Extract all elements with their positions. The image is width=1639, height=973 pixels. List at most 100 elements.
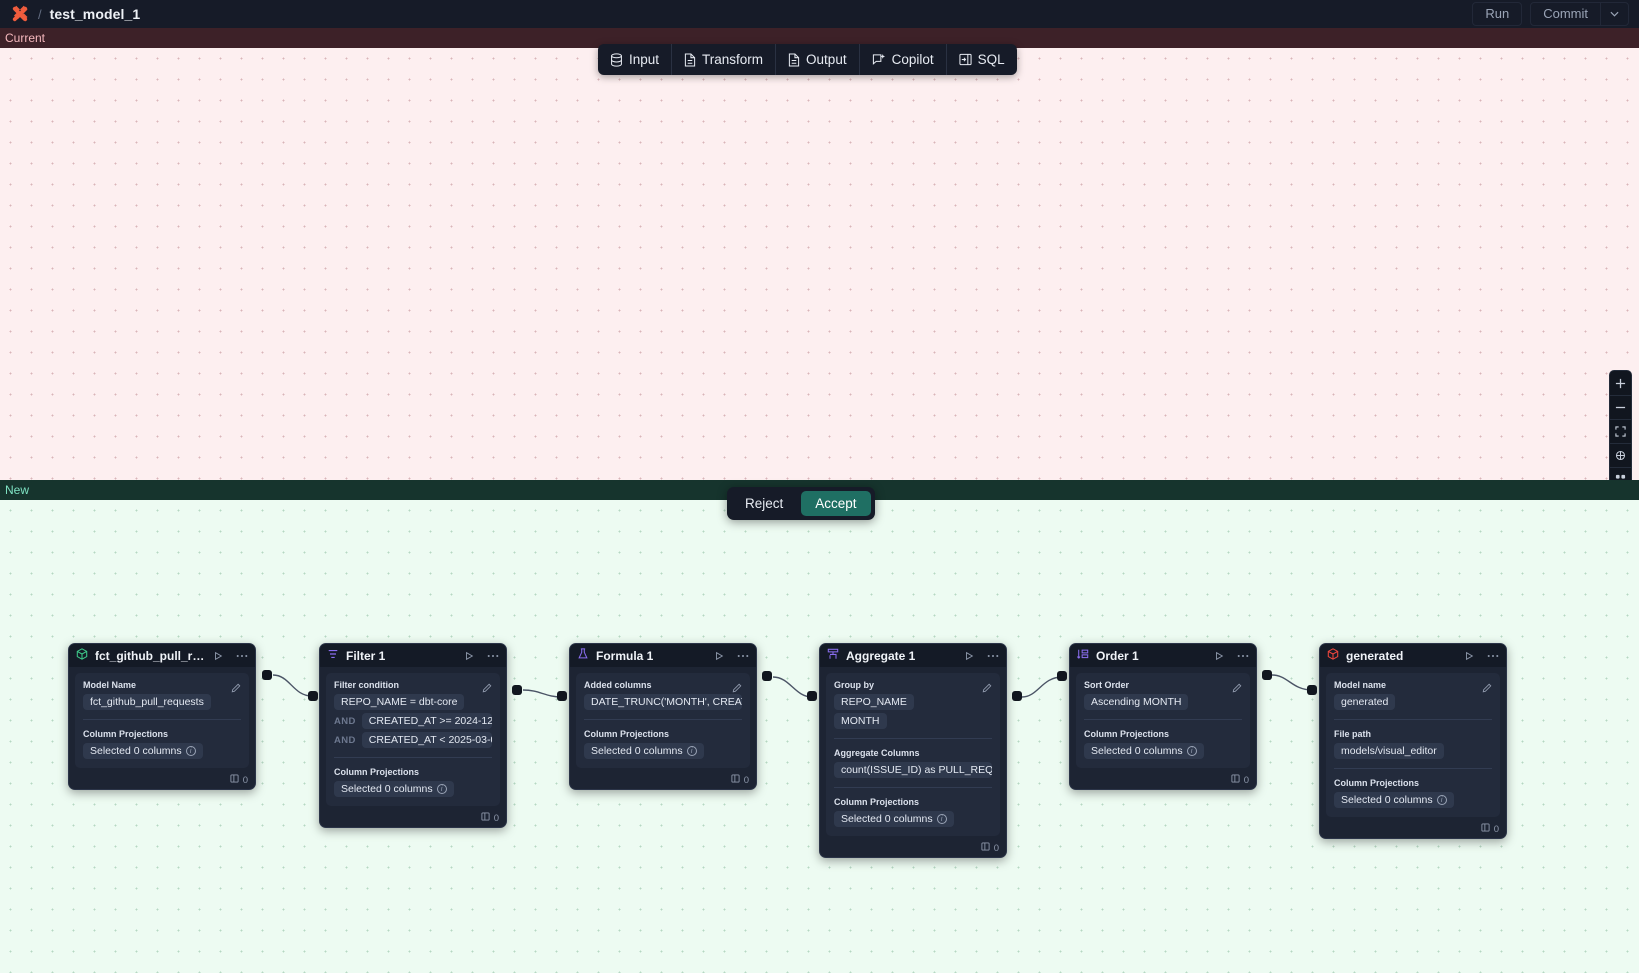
pencil-icon[interactable] [231, 680, 241, 698]
value-pill[interactable]: generated [1334, 694, 1396, 710]
pencil-icon[interactable] [732, 680, 742, 698]
node-body: Group by REPO_NAME MONTH Aggregate Colum… [826, 673, 1000, 836]
edge-handle-generated-in[interactable] [1307, 685, 1317, 695]
info-icon[interactable]: i [686, 746, 697, 756]
value-pill[interactable]: Selected 0 columns i [1334, 792, 1454, 808]
pencil-icon[interactable] [482, 680, 492, 698]
columns-icon [1231, 774, 1240, 786]
play-icon[interactable] [964, 651, 974, 661]
node-footer: 0 [820, 842, 1006, 857]
info-icon[interactable]: i [1186, 746, 1197, 756]
pencil-icon[interactable] [982, 680, 992, 698]
accept-button[interactable]: Accept [801, 491, 871, 516]
ellipsis-icon[interactable] [1487, 654, 1499, 658]
node-footer: 0 [320, 812, 506, 827]
info-icon[interactable]: i [936, 814, 947, 824]
ellipsis-icon[interactable] [987, 654, 999, 658]
play-icon[interactable] [464, 651, 474, 661]
pill-row: Selected 0 columns i [1084, 743, 1242, 759]
node-footer: 0 [1320, 823, 1506, 838]
pencil-icon[interactable] [1232, 680, 1242, 698]
section-column-projections: Column Projections Selected 0 columns i [1084, 719, 1242, 759]
node-source[interactable]: fct_github_pull_requests Model Name [68, 643, 256, 790]
minimap-icon[interactable] [1610, 467, 1631, 480]
edge-handle-filter-in[interactable] [308, 691, 318, 701]
ellipsis-icon[interactable] [487, 654, 499, 658]
pencil-icon[interactable] [1482, 680, 1492, 698]
value-pill[interactable]: Ascending MONTH [1084, 694, 1189, 710]
chevron-down-icon[interactable] [1600, 3, 1628, 25]
edge-handle-aggregate-in[interactable] [807, 691, 817, 701]
column-count: 0 [242, 774, 248, 786]
node-aggregate[interactable]: Aggregate 1 Group by REPO_N [819, 643, 1007, 858]
play-icon[interactable] [714, 651, 724, 661]
ellipsis-icon[interactable] [1237, 654, 1249, 658]
node-header[interactable]: Aggregate 1 [820, 644, 1006, 667]
edge-handle-order-out[interactable] [1262, 670, 1272, 680]
value-pill[interactable]: MONTH [834, 713, 887, 729]
node-body: Model name generated File path models/vi… [1326, 673, 1500, 817]
play-icon[interactable] [1464, 651, 1474, 661]
reject-button[interactable]: Reject [731, 491, 797, 516]
node-header[interactable]: Formula 1 [570, 644, 756, 667]
ellipsis-icon[interactable] [236, 654, 248, 658]
value-pill[interactable]: Selected 0 columns i [584, 743, 704, 759]
commit-button-group[interactable]: Commit [1530, 2, 1629, 26]
current-canvas[interactable] [0, 48, 1639, 480]
value-pill[interactable]: Selected 0 columns i [334, 781, 454, 797]
node-formula[interactable]: Formula 1 Added columns DAT [569, 643, 757, 790]
tool-transform[interactable]: Transform [671, 44, 775, 75]
new-canvas[interactable]: fct_github_pull_requests Model Name [0, 500, 1639, 973]
node-header[interactable]: fct_github_pull_requests [69, 644, 255, 667]
fit-view-icon[interactable] [1610, 419, 1631, 443]
columns-icon [981, 842, 990, 854]
columns-icon [1481, 823, 1490, 835]
commit-button[interactable]: Commit [1543, 6, 1588, 21]
node-order[interactable]: Order 1 Sort Order Ascendin [1069, 643, 1257, 790]
tool-label: Input [629, 52, 660, 67]
edge-handle-filter-out[interactable] [512, 685, 522, 695]
tool-copilot[interactable]: Copilot [858, 44, 946, 75]
zoom-in-button[interactable] [1610, 371, 1631, 395]
section-label: Model name [1334, 680, 1387, 690]
info-icon[interactable]: i [436, 784, 447, 794]
run-button[interactable]: Run [1472, 2, 1523, 26]
edge-handle-formula-in[interactable] [557, 691, 567, 701]
info-icon[interactable]: i [1436, 795, 1447, 805]
value-pill[interactable]: REPO_NAME [834, 694, 914, 710]
info-icon[interactable]: i [185, 746, 196, 756]
dbt-logo-icon[interactable] [10, 4, 30, 24]
value-pill[interactable]: DATE_TRUNC('MONTH', CREATED_AT… [584, 694, 742, 710]
tool-output[interactable]: Output [775, 44, 859, 75]
value-pill[interactable]: REPO_NAME = dbt-core [334, 694, 465, 710]
edge-handle-order-in[interactable] [1057, 671, 1067, 681]
node-header[interactable]: Filter 1 [320, 644, 506, 667]
value-pill[interactable]: CREATED_AT < 2025-03-01 [361, 732, 492, 748]
node-header[interactable]: Order 1 [1070, 644, 1256, 667]
lock-icon[interactable] [1610, 443, 1631, 467]
value-pill[interactable]: Selected 0 columns i [83, 743, 203, 759]
section-label: Column Projections [1334, 778, 1420, 788]
tool-input[interactable]: Input [598, 44, 671, 75]
edge-handle-aggregate-out[interactable] [1012, 691, 1022, 701]
edge-handle-source-out[interactable] [262, 670, 272, 680]
pill-row: Selected 0 columns i [334, 781, 492, 797]
node-filter[interactable]: Filter 1 Filter condition R [319, 643, 507, 828]
value-pill[interactable]: models/visual_editor [1334, 743, 1444, 759]
section-model-name: Model Name fct_github_pull_requests [83, 680, 241, 710]
node-generated[interactable]: generated Model name genera [1319, 643, 1507, 839]
pill-text: Selected 0 columns [90, 745, 182, 757]
node-header[interactable]: generated [1320, 644, 1506, 667]
ellipsis-icon[interactable] [737, 654, 749, 658]
value-pill[interactable]: Selected 0 columns i [1084, 743, 1204, 759]
zoom-out-button[interactable] [1610, 395, 1631, 419]
value-pill[interactable]: count(ISSUE_ID) as PULL_REQUEST_… [834, 762, 992, 778]
tool-sql[interactable]: SQL [945, 44, 1017, 75]
value-pill[interactable]: Selected 0 columns i [834, 811, 954, 827]
value-pill[interactable]: fct_github_pull_requests [83, 694, 211, 710]
edge-handle-formula-out[interactable] [762, 671, 772, 681]
value-pill[interactable]: CREATED_AT >= 2024-12-01 [361, 713, 492, 729]
play-icon[interactable] [213, 651, 223, 661]
play-icon[interactable] [1214, 651, 1224, 661]
